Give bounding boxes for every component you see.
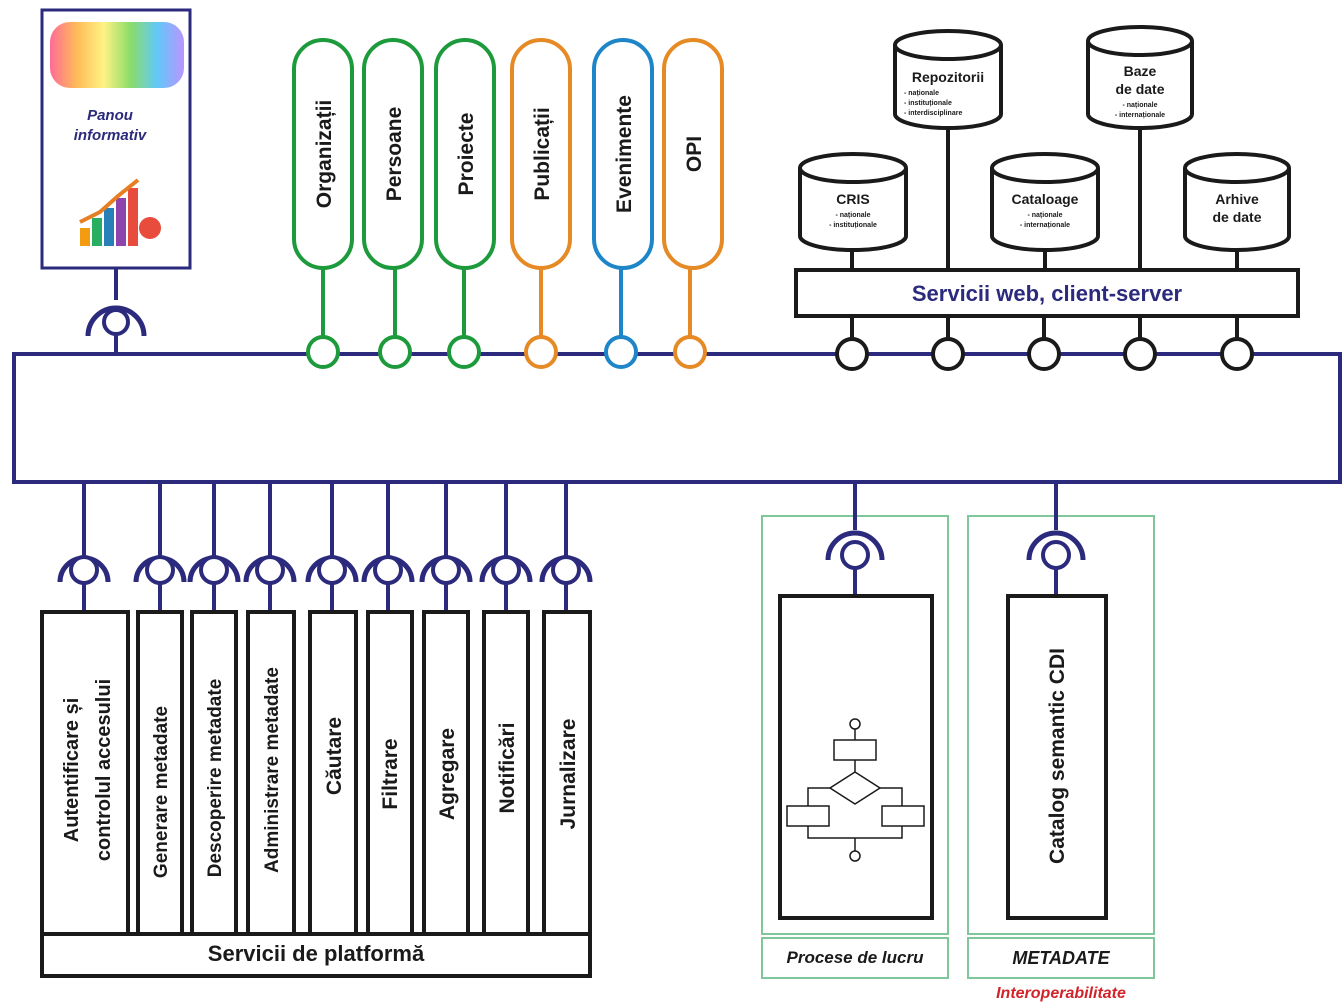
info-panel-title-2: informativ — [74, 127, 148, 144]
entity-evenimente: Evenimente — [592, 38, 654, 369]
db-repozitorii-item-2: - instituționale — [904, 100, 952, 107]
workflow-panel: Procese de lucru — [761, 482, 949, 979]
entity-label: Publicații — [531, 107, 554, 200]
db-cris-item-2: - instituționale — [829, 222, 877, 229]
rainbow-splash-image — [50, 22, 184, 88]
entity-label: OPI — [683, 136, 706, 172]
db-cataloage-title: Cataloage — [1012, 191, 1079, 207]
central-bus — [12, 352, 1342, 484]
metadata-panel: Catalog semantic CDI METADATE Interopera… — [967, 482, 1155, 1002]
catalog-semantic-label: Catalog semantic CDI — [1046, 648, 1069, 864]
web-services-label: Servicii web, client-server — [912, 281, 1183, 306]
db-arhive — [1183, 152, 1291, 270]
db-baze-title-2: de date — [1115, 81, 1164, 97]
entity-proiecte: Proiecte — [434, 38, 496, 369]
flowchart-icon — [786, 718, 925, 862]
info-panel: Panou informativ — [40, 8, 192, 354]
service-filtrare: Filtrare — [379, 738, 402, 809]
db-repozitorii-title: Repozitorii — [912, 69, 984, 85]
db-cris-title: CRIS — [836, 191, 869, 207]
db-repozitorii-item-1: - naționale — [904, 90, 939, 97]
service-jurnalizare: Jurnalizare — [557, 719, 580, 830]
db-baze-de-date — [1086, 25, 1194, 270]
workflow-label: Procese de lucru — [786, 948, 924, 967]
service-agregare: Agregare — [436, 728, 459, 820]
db-baze-item-1: - naționale — [1122, 102, 1157, 109]
entity-organizatii: Organizații — [292, 38, 354, 369]
entity-opi: OPI — [662, 38, 724, 369]
web-services-bar — [794, 268, 1300, 318]
service-autentificare-2: controlul accesului — [93, 679, 115, 861]
platform-services-label: Servicii de platformă — [208, 941, 425, 966]
entity-persoane: Persoane — [362, 38, 424, 369]
db-baze-title-1: Baze — [1124, 63, 1157, 79]
service-descoperire-metadate: Descoperire metadate — [205, 679, 226, 878]
db-arhive-title-1: Arhive — [1215, 191, 1259, 207]
interop-label: Interoperabilitate — [996, 985, 1126, 1002]
metadata-label: METADATE — [1012, 948, 1110, 968]
db-baze-item-2: - internaționale — [1115, 112, 1165, 119]
platform-services — [40, 610, 592, 978]
entity-label: Persoane — [383, 107, 406, 202]
service-cautare: Căutare — [323, 717, 346, 795]
db-repozitorii — [893, 29, 1003, 270]
entity-publicatii: Publicații — [510, 38, 572, 369]
db-cris-item-1: - naționale — [835, 212, 870, 219]
service-autentificare-1: Autentificare și — [61, 698, 83, 842]
service-administrare-metadate: Administrare metadate — [262, 667, 283, 873]
db-cataloage — [990, 152, 1100, 270]
db-arhive-title-2: de date — [1212, 209, 1261, 225]
entity-label: Evenimente — [613, 95, 636, 213]
db-cris — [798, 152, 908, 270]
entity-label: Proiecte — [455, 113, 478, 196]
bar-chart-icon — [79, 178, 161, 246]
service-notificari: Notificări — [496, 722, 519, 813]
db-cataloage-item-2: - internaționale — [1020, 222, 1070, 229]
service-generare-metadate: Generare metadate — [151, 706, 172, 878]
platform-connectors — [57, 482, 593, 612]
info-panel-title-1: Panou — [87, 107, 133, 124]
web-services-connectors — [835, 316, 1254, 371]
db-repozitorii-item-3: - interdisciplinare — [904, 110, 962, 117]
entity-label: Organizații — [313, 100, 336, 209]
db-cataloage-item-1: - naționale — [1027, 212, 1062, 219]
